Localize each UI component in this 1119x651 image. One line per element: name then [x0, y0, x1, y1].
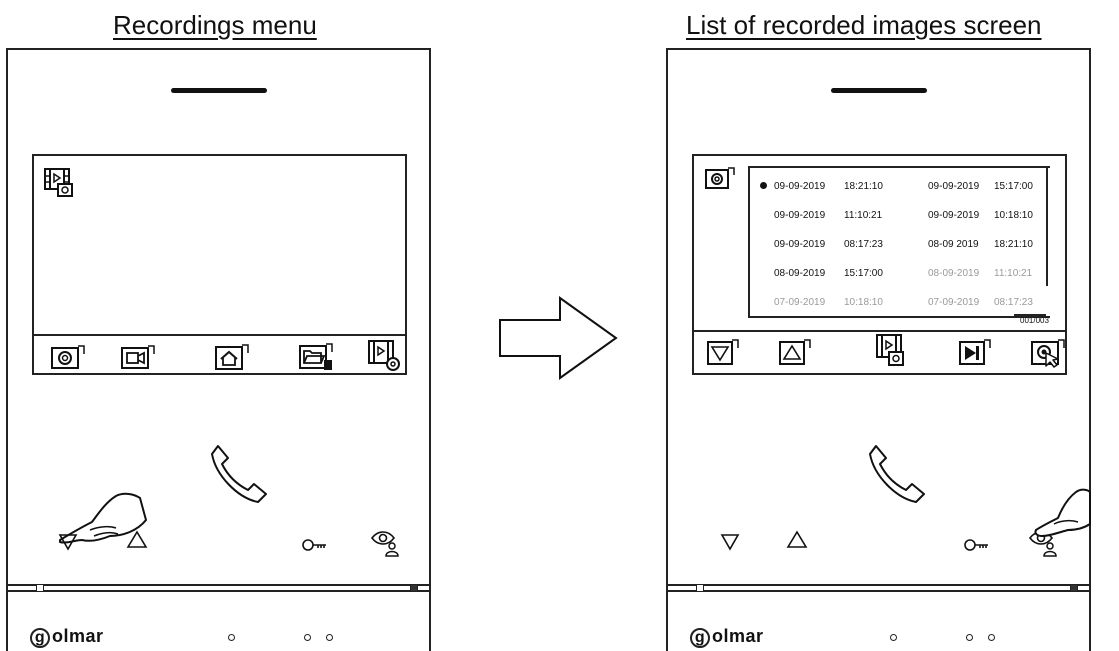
list-scrollbar[interactable] — [1046, 166, 1048, 286]
pressing-hand-icon — [1034, 488, 1091, 537]
indicator-led — [1070, 584, 1078, 592]
phone-handset-icon[interactable] — [866, 442, 930, 506]
video-capture-icon[interactable] — [120, 344, 156, 370]
door-key-icon[interactable] — [964, 538, 990, 552]
camera-image-icon — [705, 167, 735, 189]
indicator-led — [410, 584, 418, 592]
down-arrow-icon[interactable] — [58, 532, 78, 552]
pressing-hand-icon — [59, 492, 147, 544]
screen-divider — [694, 330, 1065, 332]
recordings-playback-icon — [44, 168, 73, 197]
microphone-hole — [988, 634, 995, 641]
phone-handset-icon[interactable] — [208, 442, 272, 506]
indicator-led — [696, 584, 704, 592]
bottom-separator — [8, 584, 429, 586]
play-next-icon[interactable] — [958, 338, 992, 366]
monitor-device-right: 001/003 09-09-2019 18:21:10 09-09-2019 1… — [666, 48, 1091, 651]
up-arrow-icon[interactable] — [126, 530, 148, 550]
bottom-strip — [668, 590, 1089, 592]
down-arrow-icon[interactable] — [720, 532, 740, 552]
microphone-hole — [228, 634, 235, 641]
select-pointer-icon[interactable] — [1030, 338, 1066, 368]
door-key-icon[interactable] — [302, 538, 328, 552]
folder-sd-icon[interactable] — [298, 342, 336, 372]
speaker-grille — [170, 88, 267, 93]
monitor-screen: 001/003 09-09-2019 18:21:10 09-09-2019 1… — [692, 154, 1067, 375]
down-arrow-icon[interactable] — [706, 338, 740, 366]
bottom-strip — [8, 590, 429, 592]
monitor-screen — [32, 154, 407, 375]
recordings-settings-icon[interactable] — [368, 340, 404, 372]
microphone-hole — [966, 634, 973, 641]
recordings-list-frame — [748, 166, 1050, 318]
indicator-led — [36, 584, 44, 592]
right-panel-title: List of recorded images screen — [686, 10, 1042, 40]
right-arrow-icon — [499, 296, 618, 380]
up-arrow-icon[interactable] — [778, 338, 812, 366]
microphone-hole — [326, 634, 333, 641]
home-icon[interactable] — [214, 343, 250, 371]
recordings-playback-icon[interactable] — [876, 334, 910, 368]
screen-divider — [34, 334, 405, 336]
left-panel-title: Recordings menu — [113, 10, 317, 40]
speaker-grille — [830, 88, 927, 93]
selection-dot — [760, 182, 767, 189]
bottom-separator — [668, 584, 1089, 586]
pager-line — [1014, 314, 1046, 316]
up-arrow-icon[interactable] — [786, 530, 808, 550]
page-indicator: 001/003 — [1020, 316, 1049, 325]
microphone-hole — [304, 634, 311, 641]
photo-capture-icon[interactable] — [50, 344, 86, 370]
microphone-hole — [890, 634, 897, 641]
view-person-icon[interactable] — [370, 528, 400, 558]
